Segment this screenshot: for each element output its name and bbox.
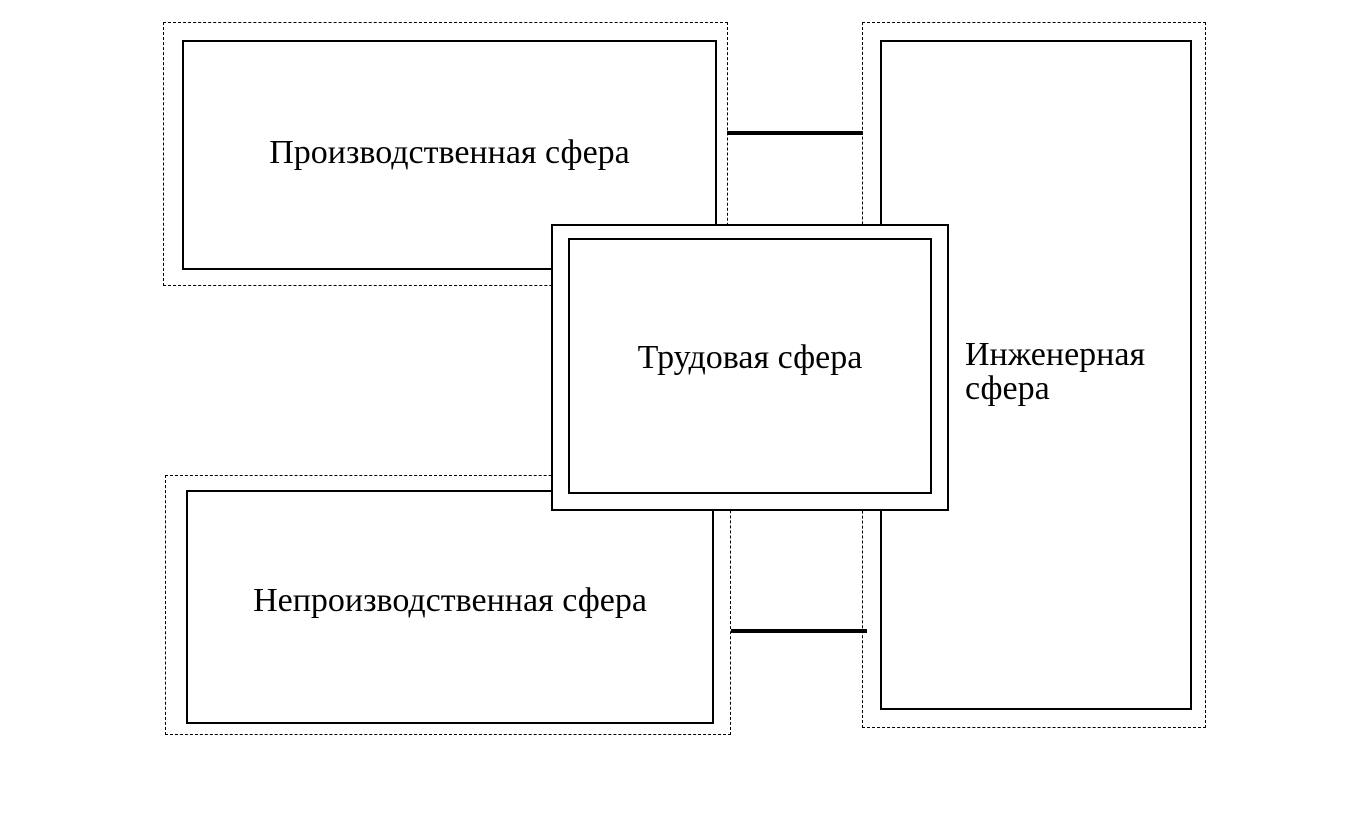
labor-sphere-label: Трудовая сфера (637, 339, 863, 376)
non-production-sphere-label: Непроизводственная сфера (253, 582, 647, 619)
engineering-sphere-label-line2: сфера (965, 370, 1050, 407)
connector-nonproduction-engineering (731, 629, 867, 633)
engineering-sphere-label-line1: Инженерная (965, 336, 1146, 373)
production-sphere-label: Производственная сфера (269, 134, 630, 171)
engineering-sphere-label: Инженерная сфера (965, 338, 1145, 406)
labor-sphere-box: Трудовая сфера (568, 238, 932, 494)
non-production-sphere-box: Непроизводственная сфера (186, 490, 714, 724)
connector-production-engineering (727, 131, 863, 135)
